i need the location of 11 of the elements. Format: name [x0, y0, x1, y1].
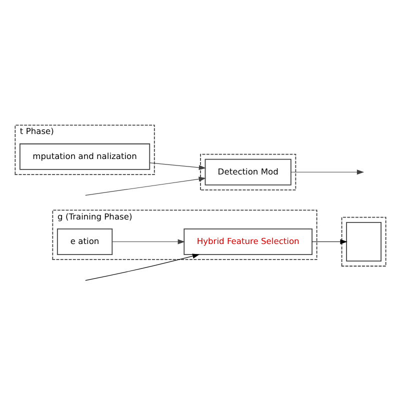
arrow — [149, 162, 206, 170]
arrow — [290, 170, 364, 175]
node-box: mputation and nalization — [20, 143, 150, 170]
arrow — [85, 176, 206, 196]
arrow — [85, 254, 200, 281]
arrow — [312, 239, 348, 244]
node-box: Hybrid Feature Selection — [184, 228, 312, 255]
cluster — [200, 154, 296, 190]
node-box: e ation — [56, 228, 113, 255]
arrow — [112, 239, 185, 244]
node-box: Detection Mod — [204, 158, 292, 186]
